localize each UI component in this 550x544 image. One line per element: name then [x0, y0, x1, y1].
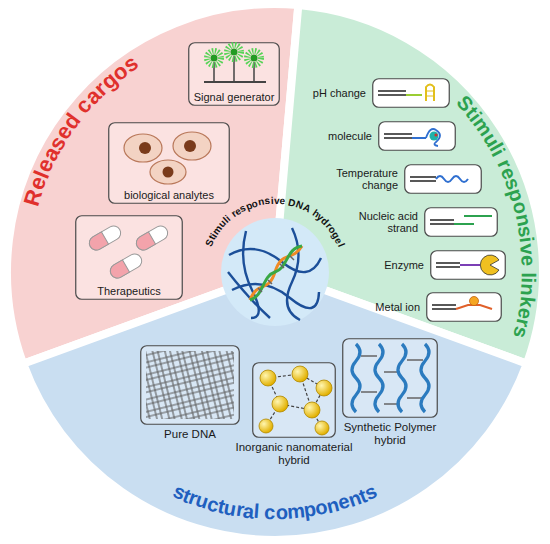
- arc-glyph: n: [257, 197, 265, 208]
- illustration-box: Nucleic acid strand: [424, 207, 498, 237]
- box-shape: [430, 250, 506, 280]
- illustration-box: Synthetic Polymer hybrid: [342, 338, 438, 418]
- arc-glyph: i: [519, 277, 539, 283]
- illustration-box: Temperature change: [404, 164, 482, 194]
- arc-glyph: c: [264, 502, 276, 522]
- illustration-box: Enzyme: [430, 250, 506, 280]
- arc-glyph: l: [519, 272, 539, 278]
- arc-glyph: e: [279, 196, 286, 207]
- box-shape: [140, 345, 240, 425]
- box-shape: [424, 207, 498, 237]
- box-label: pH change: [313, 87, 366, 99]
- box-label: Nucleic acid strand: [348, 210, 418, 235]
- illustration-box: molecule: [378, 121, 456, 151]
- arc-glyph: v: [517, 242, 538, 255]
- box-label: molecule: [328, 130, 372, 142]
- box-shape: [378, 121, 456, 151]
- arc-glyph: i: [270, 196, 273, 206]
- arc-glyph: e: [518, 254, 538, 266]
- box-label: Synthetic Polymer hybrid: [342, 421, 438, 447]
- box-label: Signal generator: [194, 91, 275, 103]
- box-label: biological analytes: [124, 189, 214, 201]
- box-label: Temperature change: [326, 167, 398, 192]
- arc-glyph: v: [274, 196, 280, 206]
- arc-glyph: s: [264, 196, 271, 207]
- illustration-box: biological analytes: [108, 122, 230, 204]
- sector-heading: structural components: [151, 477, 399, 544]
- illustration-box: Pure DNA: [140, 345, 240, 425]
- arc-glyph: o: [275, 502, 288, 522]
- illustration-box: Therapeutics: [75, 215, 183, 300]
- box-shape: [252, 362, 336, 438]
- box-label: Pure DNA: [164, 428, 216, 441]
- core-circle-shape: [195, 192, 355, 352]
- box-shape: [372, 78, 450, 108]
- arc-glyph: [519, 266, 539, 272]
- arc-glyph: n: [518, 283, 539, 297]
- box-label: Therapeutics: [97, 285, 161, 297]
- box-label: Enzyme: [384, 259, 424, 271]
- arc-glyph: l: [253, 501, 260, 521]
- box-label: Metal ion: [375, 301, 420, 313]
- hydrogel-core-circle: Stimuli responsive DNA hydrogel: [195, 192, 355, 352]
- box-shape: [426, 292, 502, 322]
- illustration-box: Metal ion: [426, 292, 502, 322]
- illustration-box: Inorganic nanomaterial hybrid: [252, 362, 336, 438]
- core-title: Stimuli responsive DNA hydrogel: [201, 192, 350, 261]
- box-shape: [342, 338, 438, 418]
- illustration-box: Signal generator: [188, 42, 280, 106]
- illustration-box: pH change: [372, 78, 450, 108]
- box-shape: [404, 164, 482, 194]
- sector-heading: Stimuli responsive linkers: [434, 86, 543, 354]
- box-label: Inorganic nanomaterial hybrid: [234, 441, 354, 467]
